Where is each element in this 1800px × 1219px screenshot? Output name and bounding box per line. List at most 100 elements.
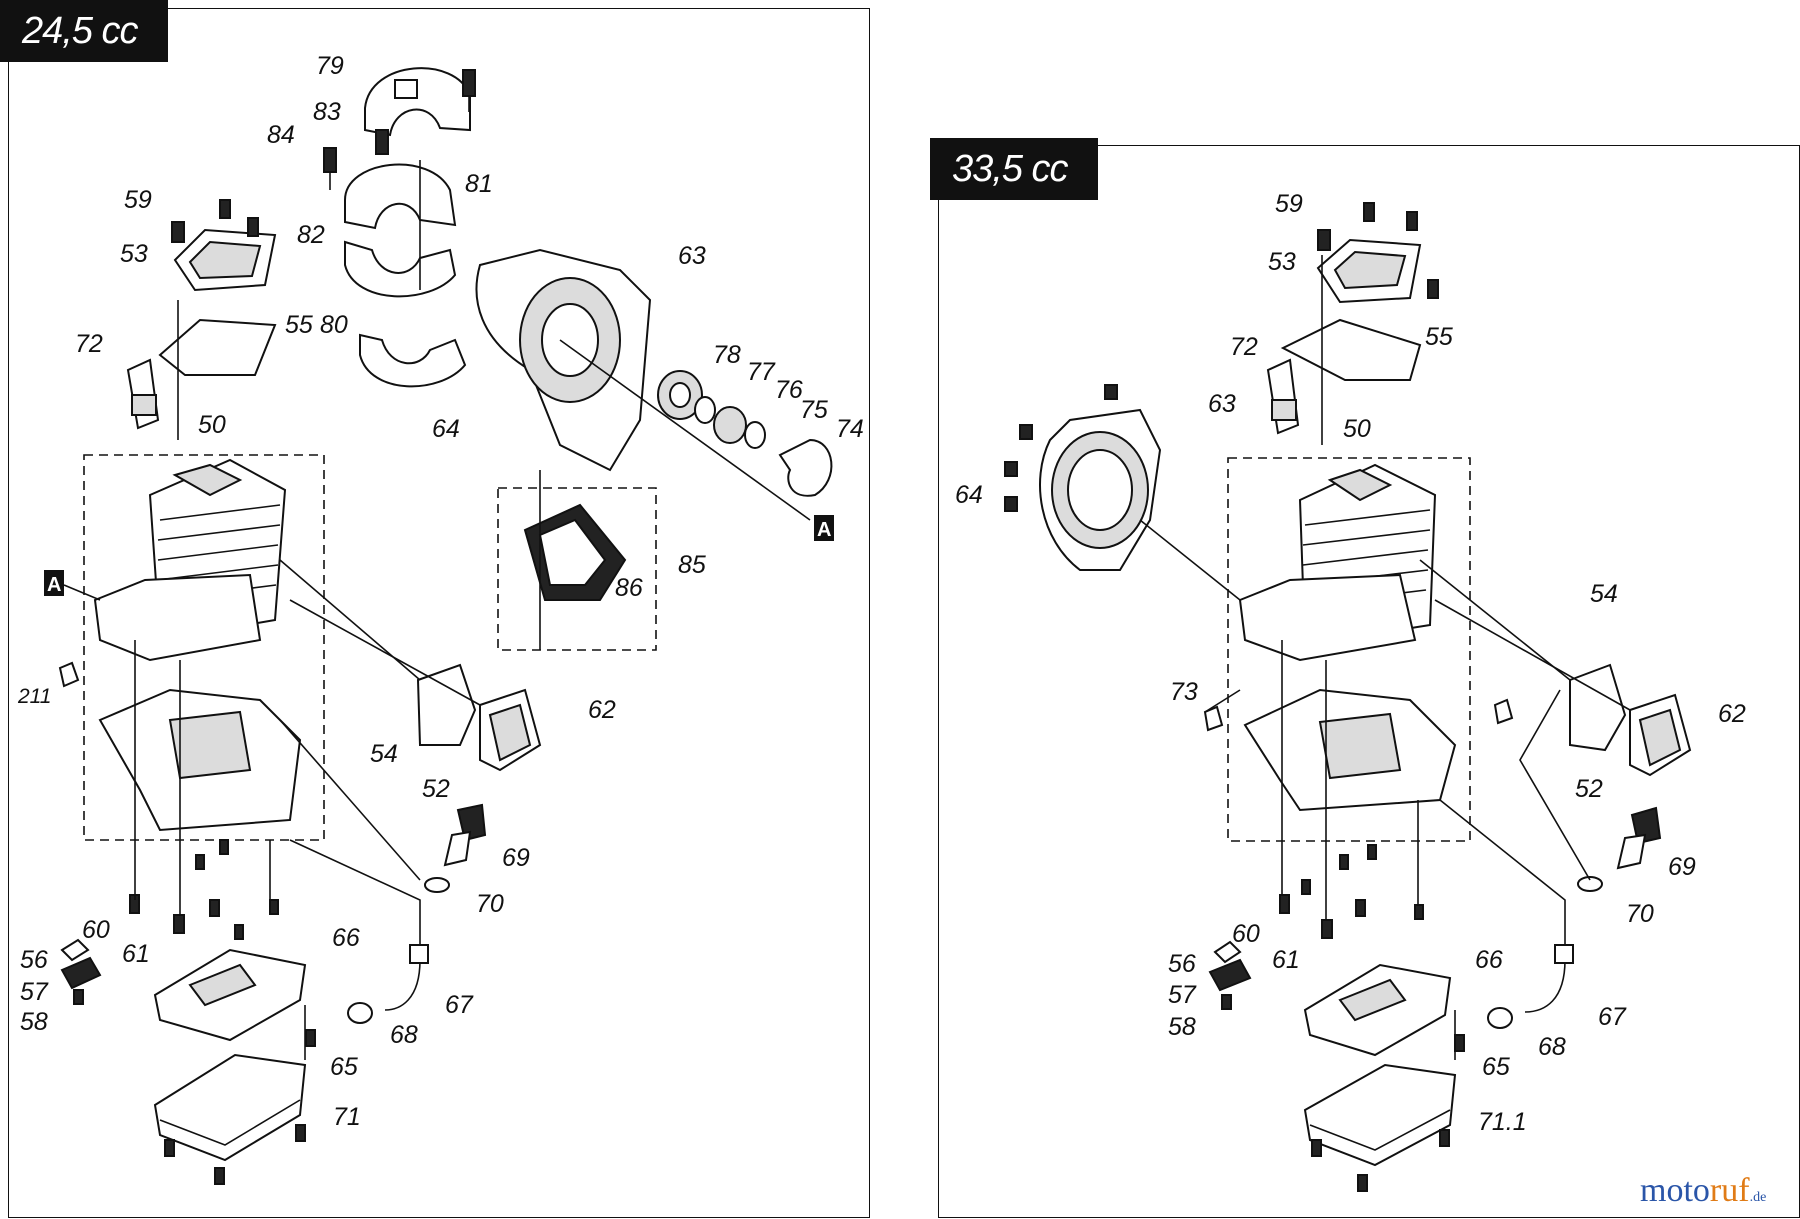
cylinder-group-box — [83, 454, 325, 841]
svg-text:A: A — [817, 519, 831, 541]
label-67-right: 67 — [1598, 1003, 1627, 1031]
label-52-left: 52 — [422, 775, 450, 803]
crankcase-lower-right — [1243, 688, 1457, 812]
label-60-right: 60 — [1232, 920, 1260, 948]
label-57-left: 57 — [20, 978, 49, 1006]
label-75-left: 75 — [800, 396, 828, 424]
label-65-left: 65 — [330, 1053, 358, 1081]
label-73-right: 73 — [1170, 678, 1198, 706]
clamp-upper — [344, 67, 471, 388]
label-69-left: 69 — [502, 844, 530, 872]
oil-pan-65-right — [1303, 1063, 1457, 1167]
screws-60-61-right — [1279, 844, 1424, 939]
panel-frame-24-5cc — [8, 8, 870, 1218]
gasket-55 — [158, 318, 277, 376]
label-57-right: 57 — [1168, 981, 1197, 1009]
label-71-1-right: 71.1 — [1478, 1108, 1527, 1136]
label-80-left: 80 — [320, 311, 348, 339]
label-68-right: 68 — [1538, 1033, 1566, 1061]
screws-clamp — [323, 69, 476, 190]
axis-line-a — [559, 339, 811, 521]
fan-housing-63-right — [1004, 384, 1162, 571]
label-81-left: 81 — [465, 170, 493, 198]
label-61-right: 61 — [1272, 946, 1300, 974]
fan-housing-63 — [475, 248, 652, 472]
cylinder-group-box-right — [1227, 457, 1471, 842]
spark-plug-72 — [126, 358, 160, 430]
label-67-left: 67 — [445, 991, 474, 1019]
label-72-left: 72 — [75, 330, 103, 358]
valve-cover-right — [1316, 202, 1439, 304]
gasket-66-right — [1303, 963, 1452, 1057]
label-64-right: 64 — [955, 481, 983, 509]
leader-lines-left — [134, 160, 541, 1060]
label-77-left: 77 — [747, 358, 776, 386]
label-52-right: 52 — [1575, 775, 1603, 803]
leader-lines-right — [1139, 255, 1631, 1060]
label-66-right: 66 — [1475, 946, 1503, 974]
label-70-left: 70 — [476, 890, 504, 918]
screws-60-61 — [129, 839, 279, 940]
label-79-left: 79 — [316, 52, 344, 80]
label-82-left: 82 — [297, 221, 325, 249]
tube-67-68-right — [1487, 944, 1574, 1029]
plug-73 — [1203, 698, 1514, 732]
label-84-left: 84 — [267, 121, 295, 149]
gasket-54-right — [1569, 663, 1627, 752]
labels-right: 59 53 55 72 63 50 64 54 73 62 52 69 70 6… — [955, 190, 1746, 1136]
labels-left: 79 84 83 81 59 53 82 63 55 80 72 78 77 7… — [17, 52, 864, 1131]
label-58-left: 58 — [20, 1008, 48, 1036]
label-60-left: 60 — [82, 916, 110, 944]
clutch-parts — [657, 370, 833, 497]
label-68-left: 68 — [390, 1021, 418, 1049]
label-66-left: 66 — [332, 924, 360, 952]
tube-67-68-left — [347, 944, 429, 1024]
gasket-66-left — [153, 948, 307, 1042]
label-59-left: 59 — [124, 186, 152, 214]
valve-cover — [171, 199, 277, 292]
marker-a-right-top: A — [814, 515, 834, 541]
panel-title-24-5cc: 24,5 cc — [0, 0, 168, 62]
label-69-right: 69 — [1668, 853, 1696, 881]
plug-211 — [58, 661, 80, 688]
label-59-right: 59 — [1275, 190, 1303, 218]
guard-85 — [523, 503, 627, 601]
oil-plug-69-right — [1577, 806, 1662, 892]
label-211-left: 211 — [17, 685, 51, 708]
oil-plug-69-left — [424, 803, 487, 893]
oil-pan-65-left — [153, 1053, 307, 1162]
label-78-left: 78 — [713, 341, 741, 369]
label-62-left: 62 — [588, 696, 616, 724]
label-74-left: 74 — [836, 415, 864, 443]
label-53-right: 53 — [1268, 248, 1296, 276]
bracket-56-57 — [60, 938, 102, 1005]
reed-52-left — [479, 688, 542, 772]
label-85-left: 85 — [678, 551, 706, 579]
label-53-left: 53 — [120, 240, 148, 268]
label-61-left: 61 — [122, 940, 150, 968]
site-watermark: motoruf.de — [1640, 1172, 1767, 1209]
label-54-left: 54 — [370, 740, 398, 768]
label-55-left: 55 — [285, 311, 313, 339]
label-83-left: 83 — [313, 98, 341, 126]
gasket-55-right — [1280, 318, 1422, 381]
cylinder-50 — [93, 458, 287, 662]
label-65-right: 65 — [1482, 1053, 1510, 1081]
label-56-left: 56 — [20, 946, 48, 974]
bracket-56-57-right — [1208, 940, 1252, 1010]
panel-title-33-5cc: 33,5 cc — [930, 138, 1098, 200]
screws-bottom-left — [164, 1029, 316, 1185]
label-54-right: 54 — [1590, 580, 1618, 608]
label-64-left: 64 — [432, 415, 460, 443]
marker-a-left: A — [44, 570, 64, 596]
label-86-left: 86 — [615, 574, 643, 602]
label-50-left: 50 — [198, 411, 226, 439]
svg-text:A: A — [47, 574, 61, 596]
label-63-right: 63 — [1208, 390, 1236, 418]
label-62-right: 62 — [1718, 700, 1746, 728]
guard-group-box — [497, 487, 657, 651]
label-63-left: 63 — [678, 242, 706, 270]
label-56-right: 56 — [1168, 950, 1196, 978]
label-72-right: 72 — [1230, 333, 1258, 361]
